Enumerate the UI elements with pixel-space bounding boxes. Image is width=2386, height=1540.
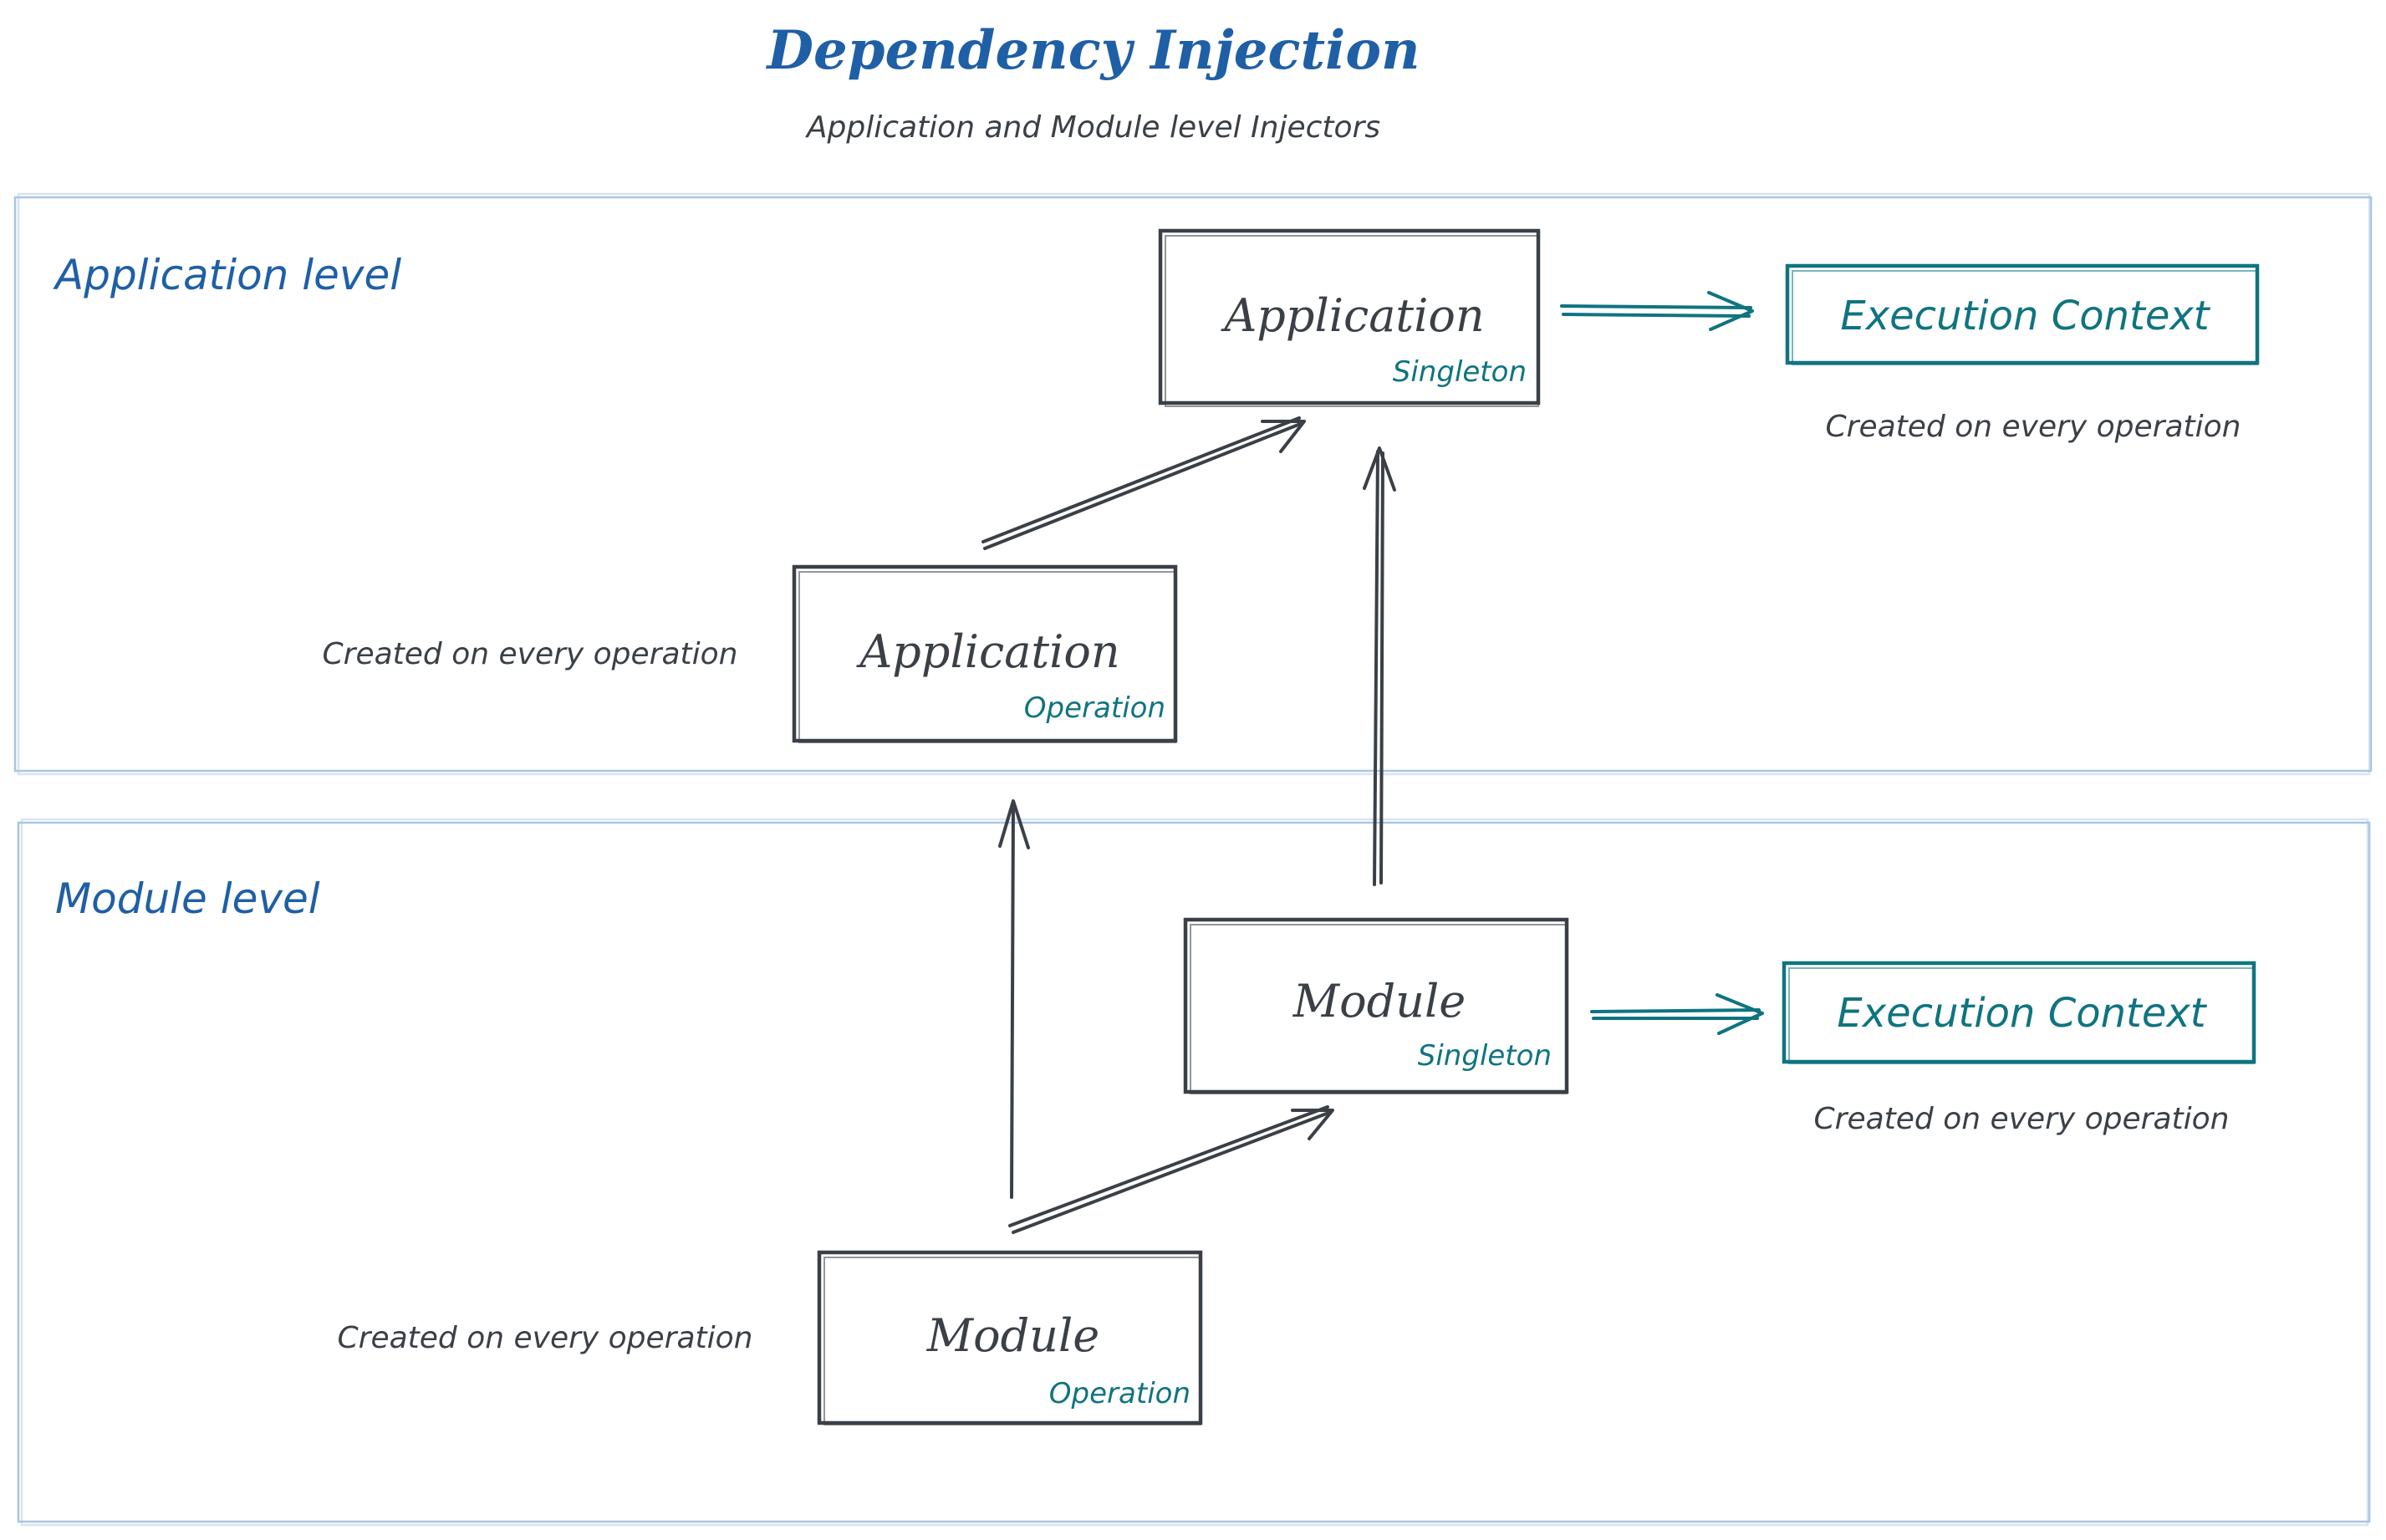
module-operation-label: Module [926,1309,1099,1362]
diagram-subtitle: Application and Module level Injectors [805,110,1380,145]
module-operation-tag: Operation [1049,1377,1190,1410]
arrow-module-operation-to-module-singleton [1008,1105,1334,1234]
module-singleton-tag: Singleton [1418,1039,1552,1073]
arrow-app-operation-to-app-singleton [981,416,1306,550]
application-singleton-tag: Singleton [1393,355,1527,389]
diagram-title: Dependency Injection [765,19,1420,82]
application-singleton-node: Application Singleton [1158,228,1541,407]
arrow-module-operation-to-app-operation [998,799,1030,1199]
module-level-section [17,818,2371,1527]
module-execution-context-label: Execution Context [1837,990,2207,1037]
application-execution-context-label: Execution Context [1840,293,2210,339]
application-operation-tag: Operation [1024,691,1165,725]
module-operation-node: Module Operation [817,1250,1203,1425]
arrow-module-singleton-to-module-context [1590,993,1764,1035]
application-level-label: Application level [53,251,401,299]
application-context-note: Created on every operation [1826,410,2241,444]
module-singleton-node: Module Singleton [1183,917,1569,1094]
application-operation-note: Created on every operation [323,637,738,671]
application-operation-node: Application Operation [792,564,1178,743]
module-operation-note: Created on every operation [338,1321,753,1355]
module-execution-context-node: Execution Context [1782,961,2256,1064]
arrow-module-singleton-to-app-singleton [1363,446,1396,886]
module-context-note: Created on every operation [1814,1102,2230,1136]
application-operation-label: Application [855,625,1119,678]
arrow-app-singleton-to-app-context [1560,291,1754,331]
application-singleton-label: Application [1220,289,1484,342]
application-execution-context-node: Execution Context [1785,263,2260,365]
application-level-section [13,192,2373,776]
module-level-label: Module level [55,875,320,923]
module-singleton-label: Module [1292,975,1466,1028]
